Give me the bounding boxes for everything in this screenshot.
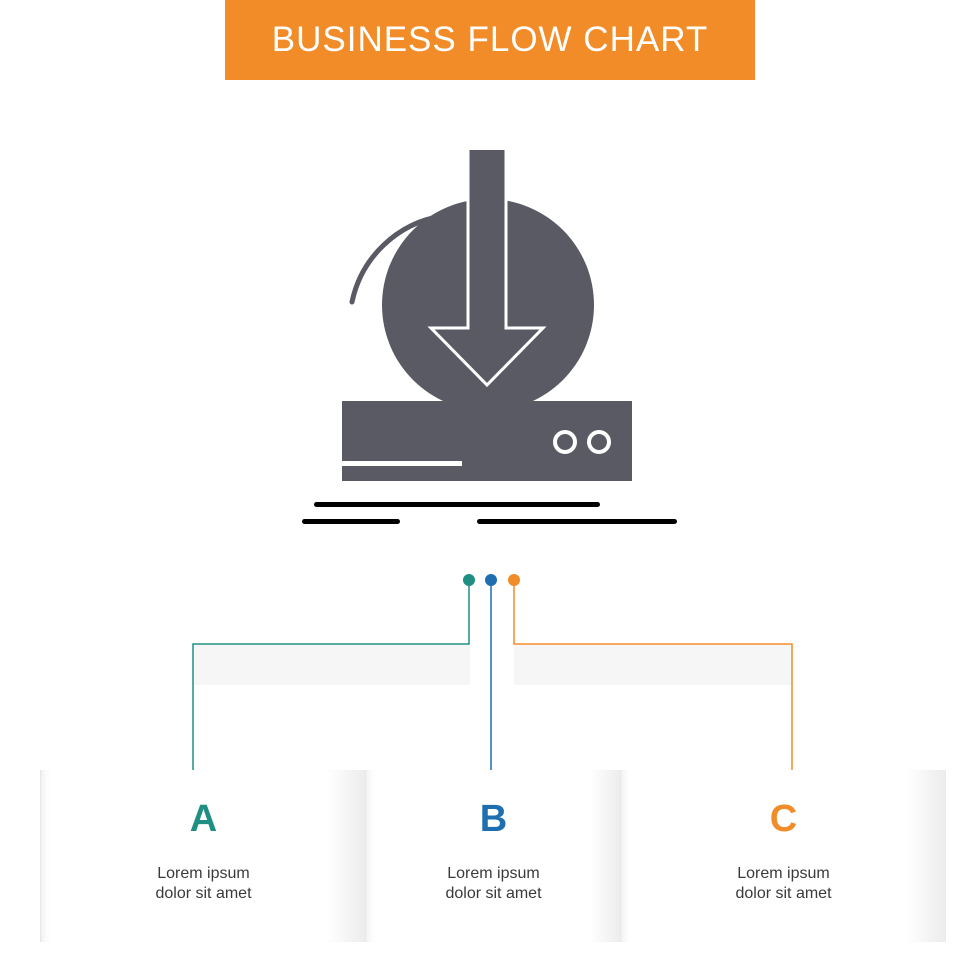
step-text-line: dolor sit amet xyxy=(445,885,542,902)
step-letter: C xyxy=(769,798,798,840)
download-to-drive-icon xyxy=(302,150,677,524)
step-description: Lorem ipsum dolor sit amet xyxy=(621,864,946,904)
step-card-c: C Lorem ipsum dolor sit amet xyxy=(620,770,946,942)
step-text-line: Lorem ipsum xyxy=(737,865,830,882)
step-card-a: A Lorem ipsum dolor sit amet xyxy=(40,770,366,942)
node-dot-a xyxy=(463,574,475,586)
step-text-line: Lorem ipsum xyxy=(447,865,540,882)
step-letter: B xyxy=(479,798,508,840)
step-text-line: dolor sit amet xyxy=(155,885,252,902)
page-title: BUSINESS FLOW CHART xyxy=(271,20,709,59)
node-dot-c xyxy=(508,574,520,586)
step-description: Lorem ipsum dolor sit amet xyxy=(366,864,621,904)
title-banner: BUSINESS FLOW CHART xyxy=(225,0,755,80)
step-letter: A xyxy=(189,798,218,840)
step-description: Lorem ipsum dolor sit amet xyxy=(41,864,366,904)
node-dot-b xyxy=(485,574,497,586)
step-card-b: B Lorem ipsum dolor sit amet xyxy=(365,770,621,942)
step-text-line: Lorem ipsum xyxy=(157,865,250,882)
connector-a xyxy=(192,581,470,780)
step-text-line: dolor sit amet xyxy=(735,885,832,902)
connector-c xyxy=(513,581,793,780)
